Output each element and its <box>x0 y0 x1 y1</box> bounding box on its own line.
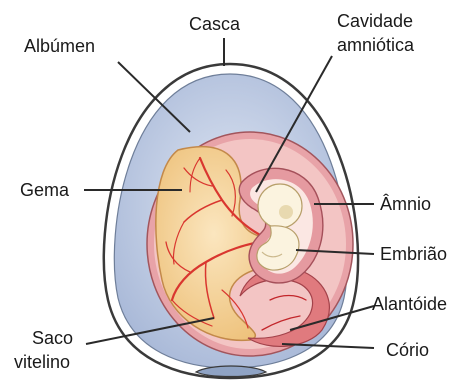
label-gema: Gema <box>20 180 70 200</box>
label-saco-line2: vitelino <box>14 352 70 372</box>
label-saco-line1: Saco <box>32 328 73 348</box>
label-embriao: Embrião <box>380 244 447 264</box>
label-cavidade-line1: Cavidade <box>337 11 413 31</box>
label-amnio: Âmnio <box>380 194 431 214</box>
label-alantoide: Alantóide <box>372 294 447 314</box>
label-corio: Cório <box>386 340 429 360</box>
label-cavidade-line2: amniótica <box>337 35 415 55</box>
label-casca: Casca <box>189 14 241 34</box>
label-albumen: Albúmen <box>24 36 95 56</box>
